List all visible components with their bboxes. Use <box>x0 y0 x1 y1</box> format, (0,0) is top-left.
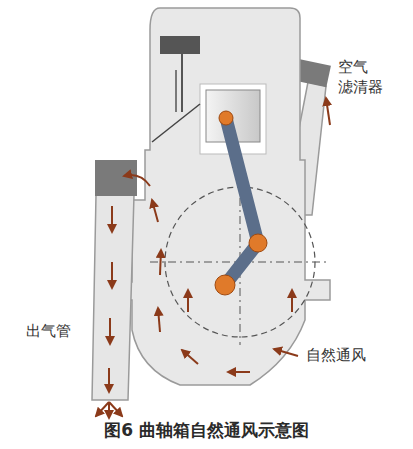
valve-cover <box>160 36 200 54</box>
illustration-part <box>109 318 111 344</box>
piston-pin <box>219 111 233 125</box>
valve-stem <box>175 70 177 112</box>
connecting-rod <box>226 118 258 243</box>
part-label: 出气管 <box>26 322 86 342</box>
illustration-part <box>326 98 330 125</box>
illustration-part <box>111 206 113 232</box>
flow-label: 自然通风 <box>306 346 386 366</box>
illustration-part <box>111 262 113 288</box>
crankshaft <box>215 275 235 295</box>
figure-caption: 图6 曲轴箱自然通风示意图 <box>0 419 413 441</box>
illustration-part <box>96 402 109 416</box>
illustration-part <box>108 402 110 418</box>
flow-arrows <box>96 98 330 418</box>
illustration-part <box>228 371 250 373</box>
illustration-part <box>152 200 158 222</box>
engine-body <box>102 8 330 385</box>
illustration-part <box>158 308 160 332</box>
illustration-part <box>109 402 122 416</box>
illustration-part <box>124 175 150 186</box>
illustration-part <box>108 368 110 392</box>
valve-stem <box>181 54 183 112</box>
outlet-tube <box>92 195 134 400</box>
illustration-part <box>187 290 189 312</box>
illustration-part <box>182 350 198 364</box>
illustration-part <box>291 290 293 312</box>
crank-pin <box>249 234 267 252</box>
breather-box <box>95 160 137 196</box>
part-label: 空气 滤清器 <box>338 58 390 97</box>
illustration-part <box>274 349 298 356</box>
rocker-line <box>152 104 200 142</box>
illustration-part <box>160 250 161 275</box>
